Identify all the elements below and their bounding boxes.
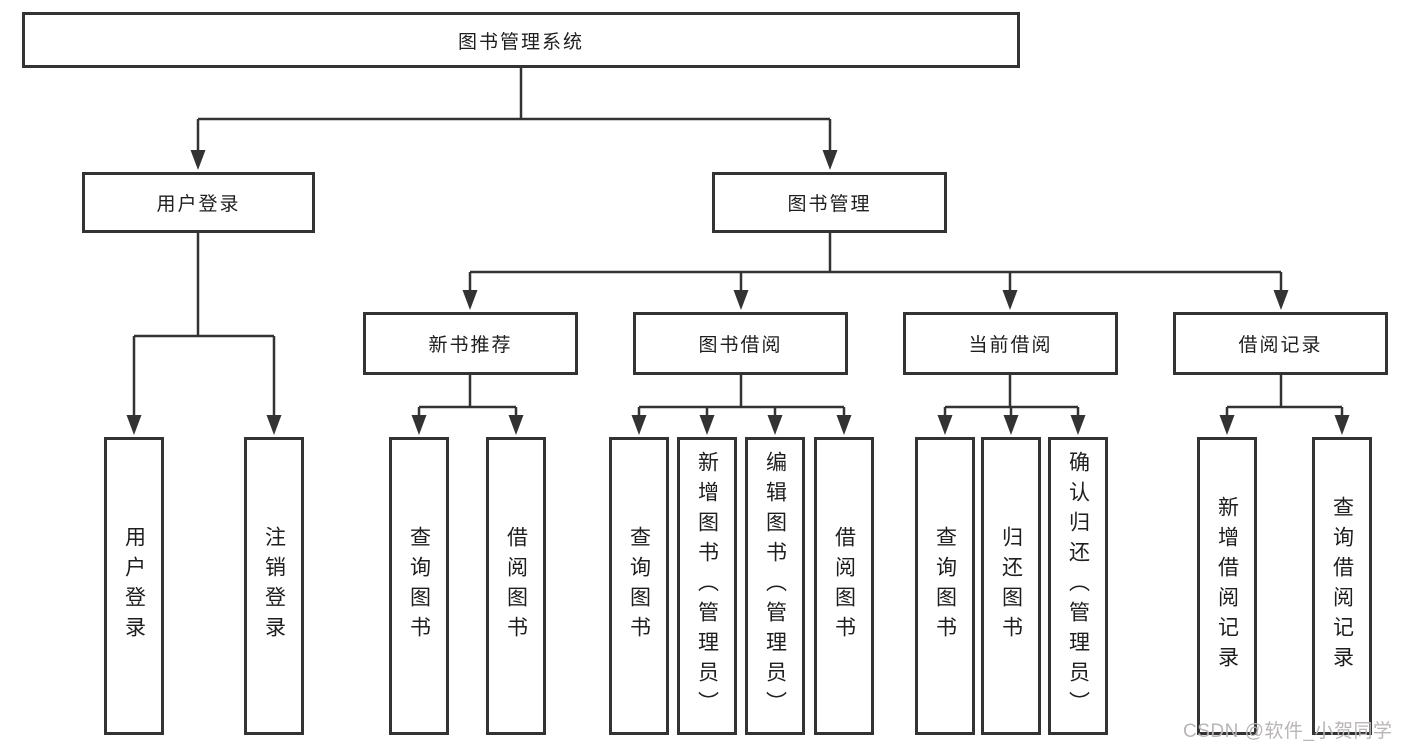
node-library-management-system: 图书管理系统 [22,12,1020,68]
arrowheads [126,150,1350,435]
leaf-logout: 注销登录 [244,437,304,735]
leaf-logout-label: 注销登录 [262,526,286,646]
node-user-login: 用户登录 [82,172,315,233]
leaf-borrow-borrow-book-label: 借阅图书 [832,526,856,646]
node-book-management-label: 图书管理 [787,194,872,215]
node-current-borrow-label: 当前借阅 [968,335,1053,356]
node-book-borrow: 图书借阅 [633,312,848,375]
leaf-current-return-book-label: 归还图书 [999,526,1023,646]
leaf-current-confirm-return-admin: 确认归还（管理员） [1048,437,1108,735]
node-current-borrow: 当前借阅 [903,312,1118,375]
node-book-management: 图书管理 [712,172,947,233]
leaf-recommend-query-book-label: 查询图书 [407,526,431,646]
leaf-current-query-book-label: 查询图书 [933,526,957,646]
node-library-management-system-label: 图书管理系统 [457,31,584,53]
node-borrow-records: 借阅记录 [1173,312,1388,375]
node-borrow-records-label: 借阅记录 [1238,335,1323,356]
leaf-borrow-query-book-label: 查询图书 [627,526,651,646]
csdn-watermark: CSDN @软件_小贺同学 [1183,721,1393,742]
leaf-borrow-query-book: 查询图书 [609,437,669,735]
leaf-records-query-record: 查询借阅记录 [1312,437,1372,735]
leaf-borrow-edit-book-admin-label: 编辑图书（管理员） [763,451,787,721]
leaf-borrow-edit-book-admin: 编辑图书（管理员） [745,437,805,735]
leaf-current-query-book: 查询图书 [915,437,975,735]
node-user-login-label: 用户登录 [156,194,241,215]
leaf-user-login-label: 用户登录 [122,526,146,646]
leaf-records-query-record-label: 查询借阅记录 [1330,496,1354,676]
leaf-current-confirm-return-admin-label: 确认归还（管理员） [1066,451,1090,721]
leaf-recommend-borrow-book-label: 借阅图书 [504,526,528,646]
leaf-borrow-borrow-book: 借阅图书 [814,437,874,735]
node-new-book-recommend: 新书推荐 [363,312,578,375]
node-new-book-recommend-label: 新书推荐 [428,335,513,356]
leaf-records-add-record: 新增借阅记录 [1197,437,1257,735]
leaf-borrow-add-book-admin: 新增图书（管理员） [677,437,737,735]
leaf-recommend-borrow-book: 借阅图书 [486,437,546,735]
leaf-current-return-book: 归还图书 [981,437,1041,735]
leaf-borrow-add-book-admin-label: 新增图书（管理员） [695,451,719,721]
node-book-borrow-label: 图书借阅 [698,335,783,356]
leaf-records-add-record-label: 新增借阅记录 [1215,496,1239,676]
leaf-user-login: 用户登录 [104,437,164,735]
leaf-recommend-query-book: 查询图书 [389,437,449,735]
